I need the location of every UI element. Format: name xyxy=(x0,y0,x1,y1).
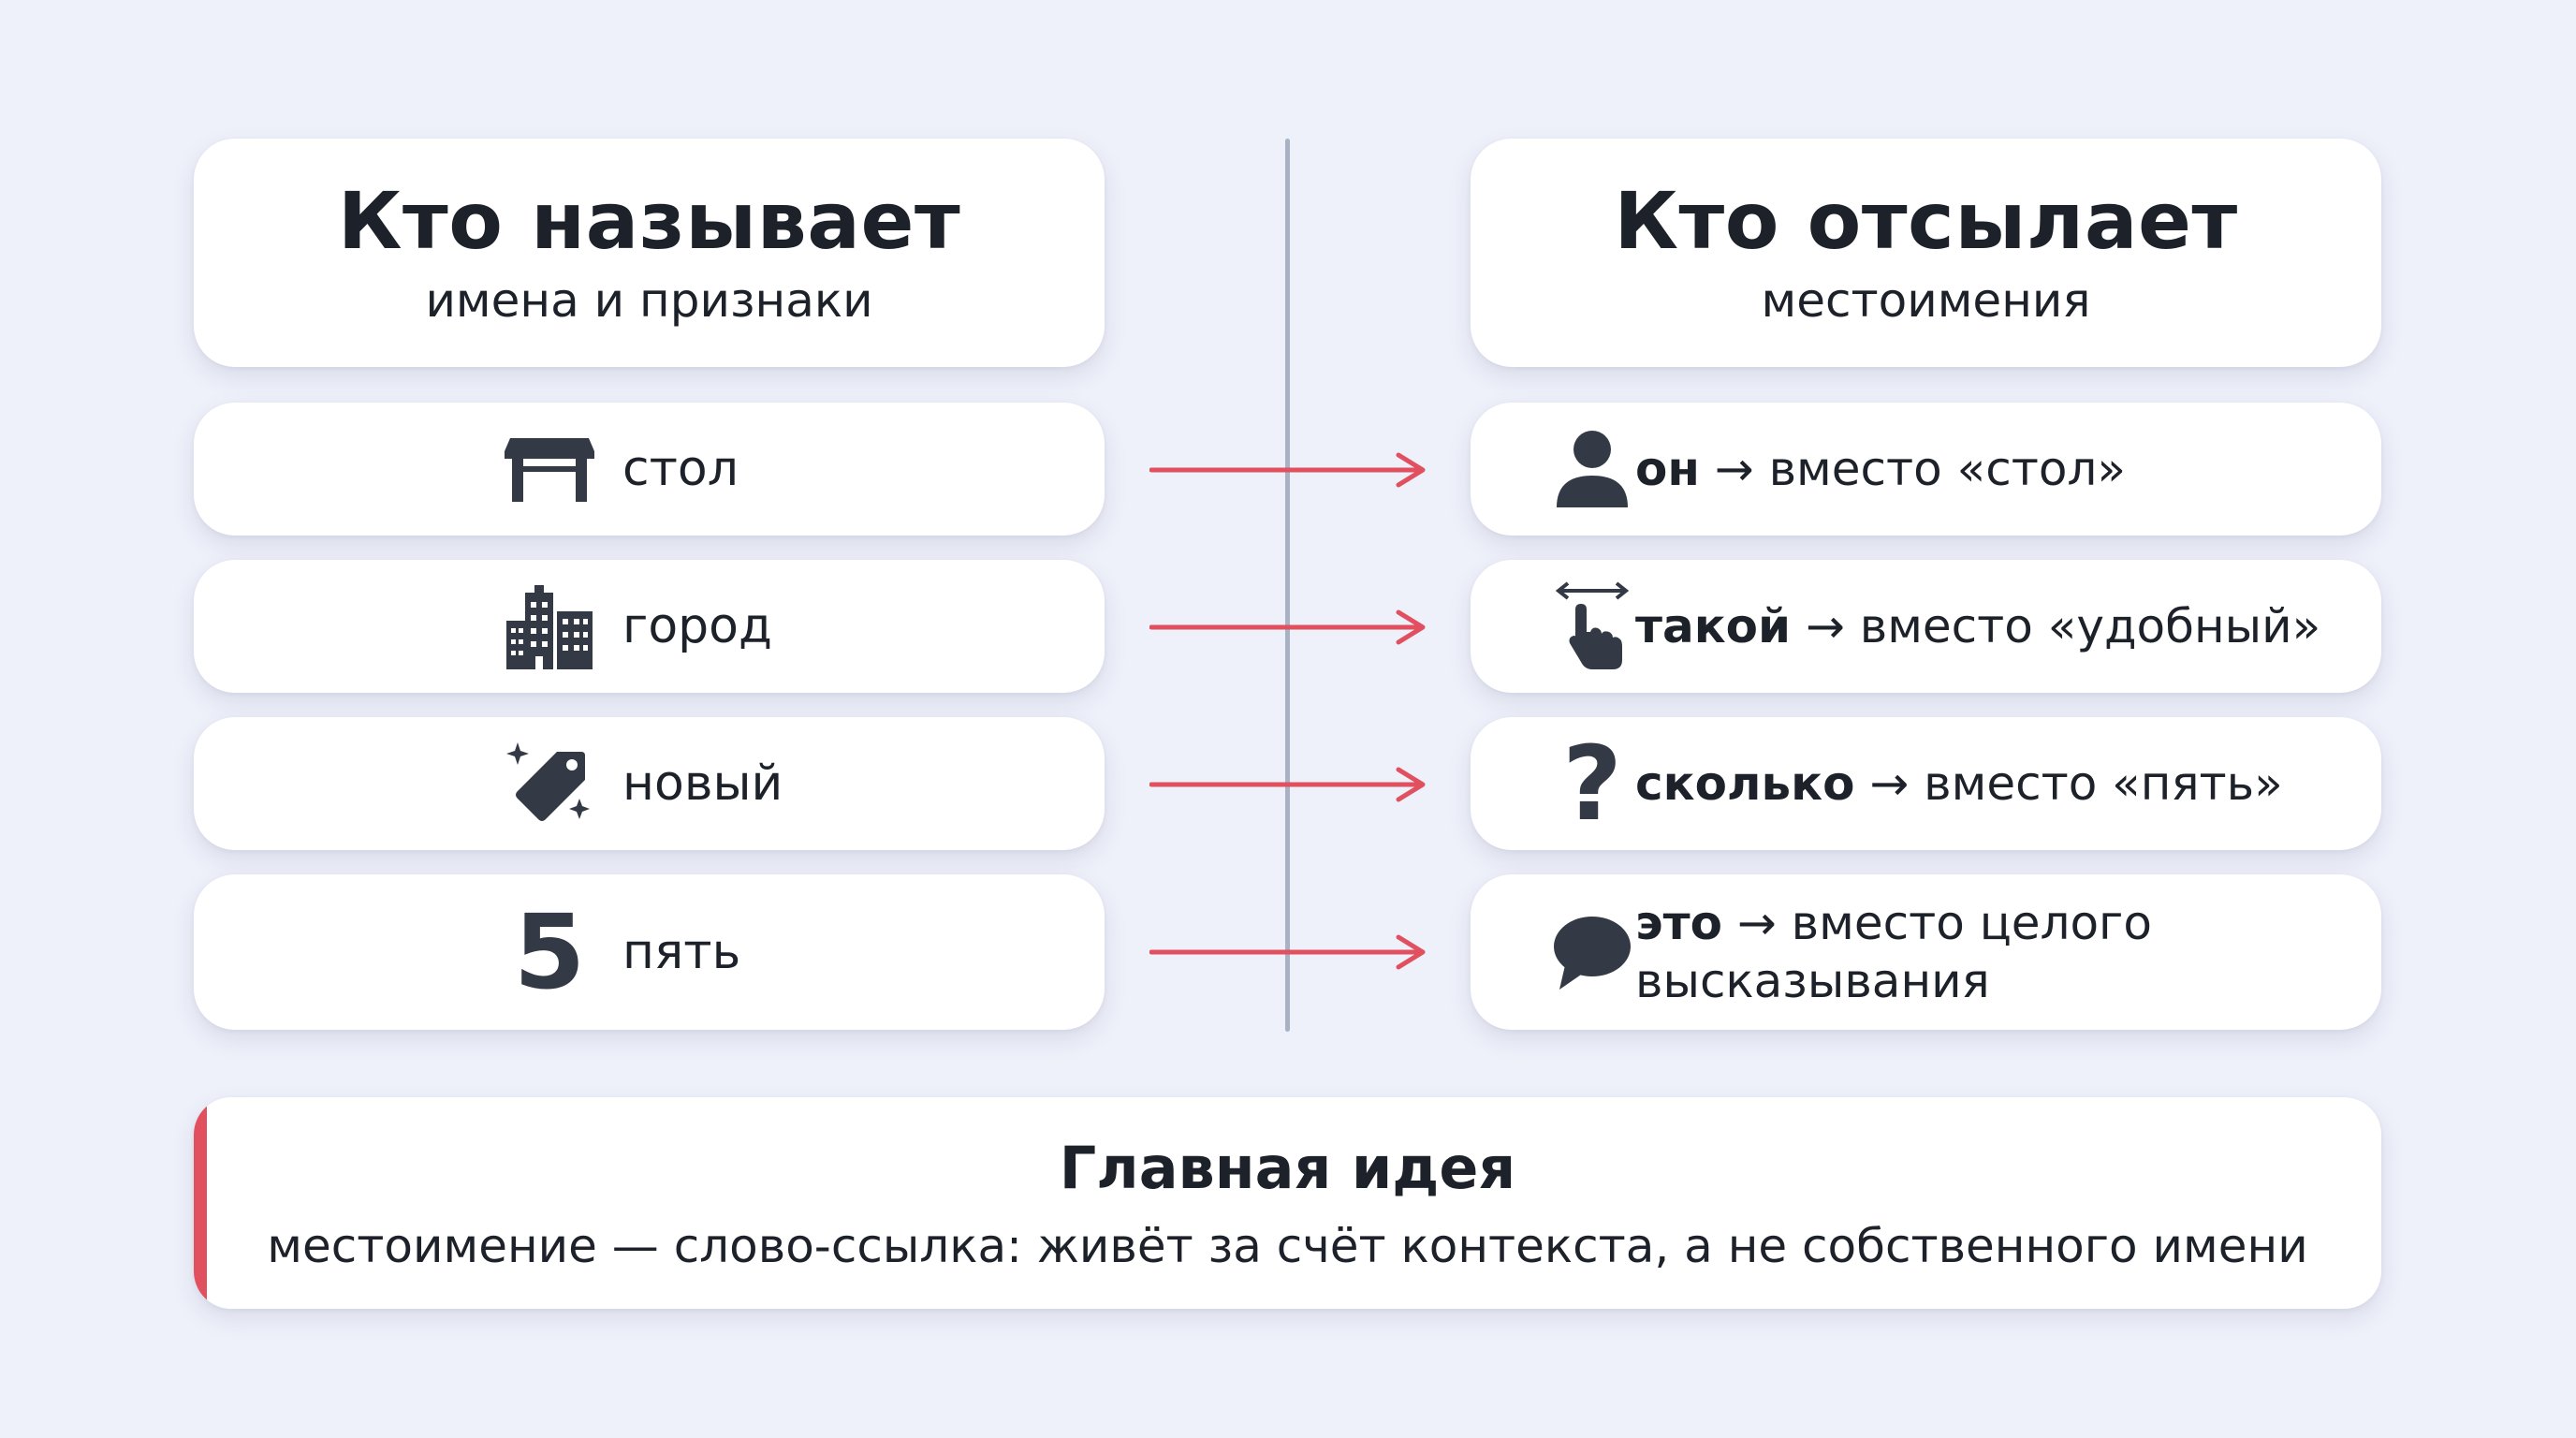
left-item-label: город xyxy=(622,598,772,654)
replacement-text: → вместо «пять» xyxy=(1854,756,2283,811)
left-item-five: 5 пять xyxy=(194,874,1105,1030)
right-header-subtitle: местоимения xyxy=(1761,273,2091,329)
main-idea-text: местоимение — слово-ссылка: живёт за счё… xyxy=(267,1218,2308,1273)
replacement-text: → вместо целого xyxy=(1721,895,2152,950)
sparkle-tag-icon xyxy=(475,739,624,829)
number-five-icon: 5 xyxy=(513,892,586,1012)
left-item-city: город xyxy=(194,560,1105,693)
arrow-1 xyxy=(1149,452,1426,488)
left-item-new: новый xyxy=(194,717,1105,850)
pronoun-word: такой xyxy=(1635,598,1792,653)
replacement-text-line2: высказывания xyxy=(1635,954,1990,1008)
arrow-3 xyxy=(1149,767,1426,802)
right-item-such: такой → вместо «удобный» xyxy=(1471,560,2381,693)
main-idea-accent-bar xyxy=(194,1097,207,1309)
pronoun-word: это xyxy=(1635,895,1722,950)
right-item-how-many: ? сколько → вместо «пять» xyxy=(1471,717,2381,850)
pronoun-word: он xyxy=(1635,441,1700,496)
left-item-label: стол xyxy=(622,441,739,497)
left-item-table: стол xyxy=(194,403,1105,536)
speech-bubble-icon xyxy=(1508,913,1676,991)
right-item-text: сколько → вместо «пять» xyxy=(1635,755,2283,814)
left-header-card: Кто называет имена и признаки xyxy=(194,139,1105,367)
arrow-4 xyxy=(1149,934,1426,970)
pronoun-word: сколько xyxy=(1635,756,1855,811)
center-divider xyxy=(1285,139,1290,1032)
replacement-text: → вместо «удобный» xyxy=(1791,598,2321,653)
main-idea-title: Главная идея xyxy=(1059,1133,1516,1202)
left-header-title: Кто называет xyxy=(337,174,961,267)
right-header-card: Кто отсылает местоимения xyxy=(1471,139,2381,367)
right-item-text: такой → вместо «удобный» xyxy=(1635,597,2320,656)
left-item-label: новый xyxy=(622,756,783,812)
main-idea-card: Главная идея местоимение — слово-ссылка:… xyxy=(194,1097,2381,1309)
replacement-text: → вместо «стол» xyxy=(1699,441,2126,496)
right-header-title: Кто отсылает xyxy=(1614,174,2238,267)
city-buildings-icon xyxy=(475,583,624,669)
question-mark-icon: ? xyxy=(1562,724,1622,844)
table-icon xyxy=(475,434,624,504)
left-header-subtitle: имена и признаки xyxy=(425,273,873,329)
left-item-label: пять xyxy=(622,924,741,980)
arrow-2 xyxy=(1149,609,1426,645)
person-icon xyxy=(1508,429,1676,509)
hand-pointer-icon xyxy=(1508,581,1676,671)
right-item-text: он → вместо «стол» xyxy=(1635,440,2126,499)
right-item-he: он → вместо «стол» xyxy=(1471,403,2381,536)
